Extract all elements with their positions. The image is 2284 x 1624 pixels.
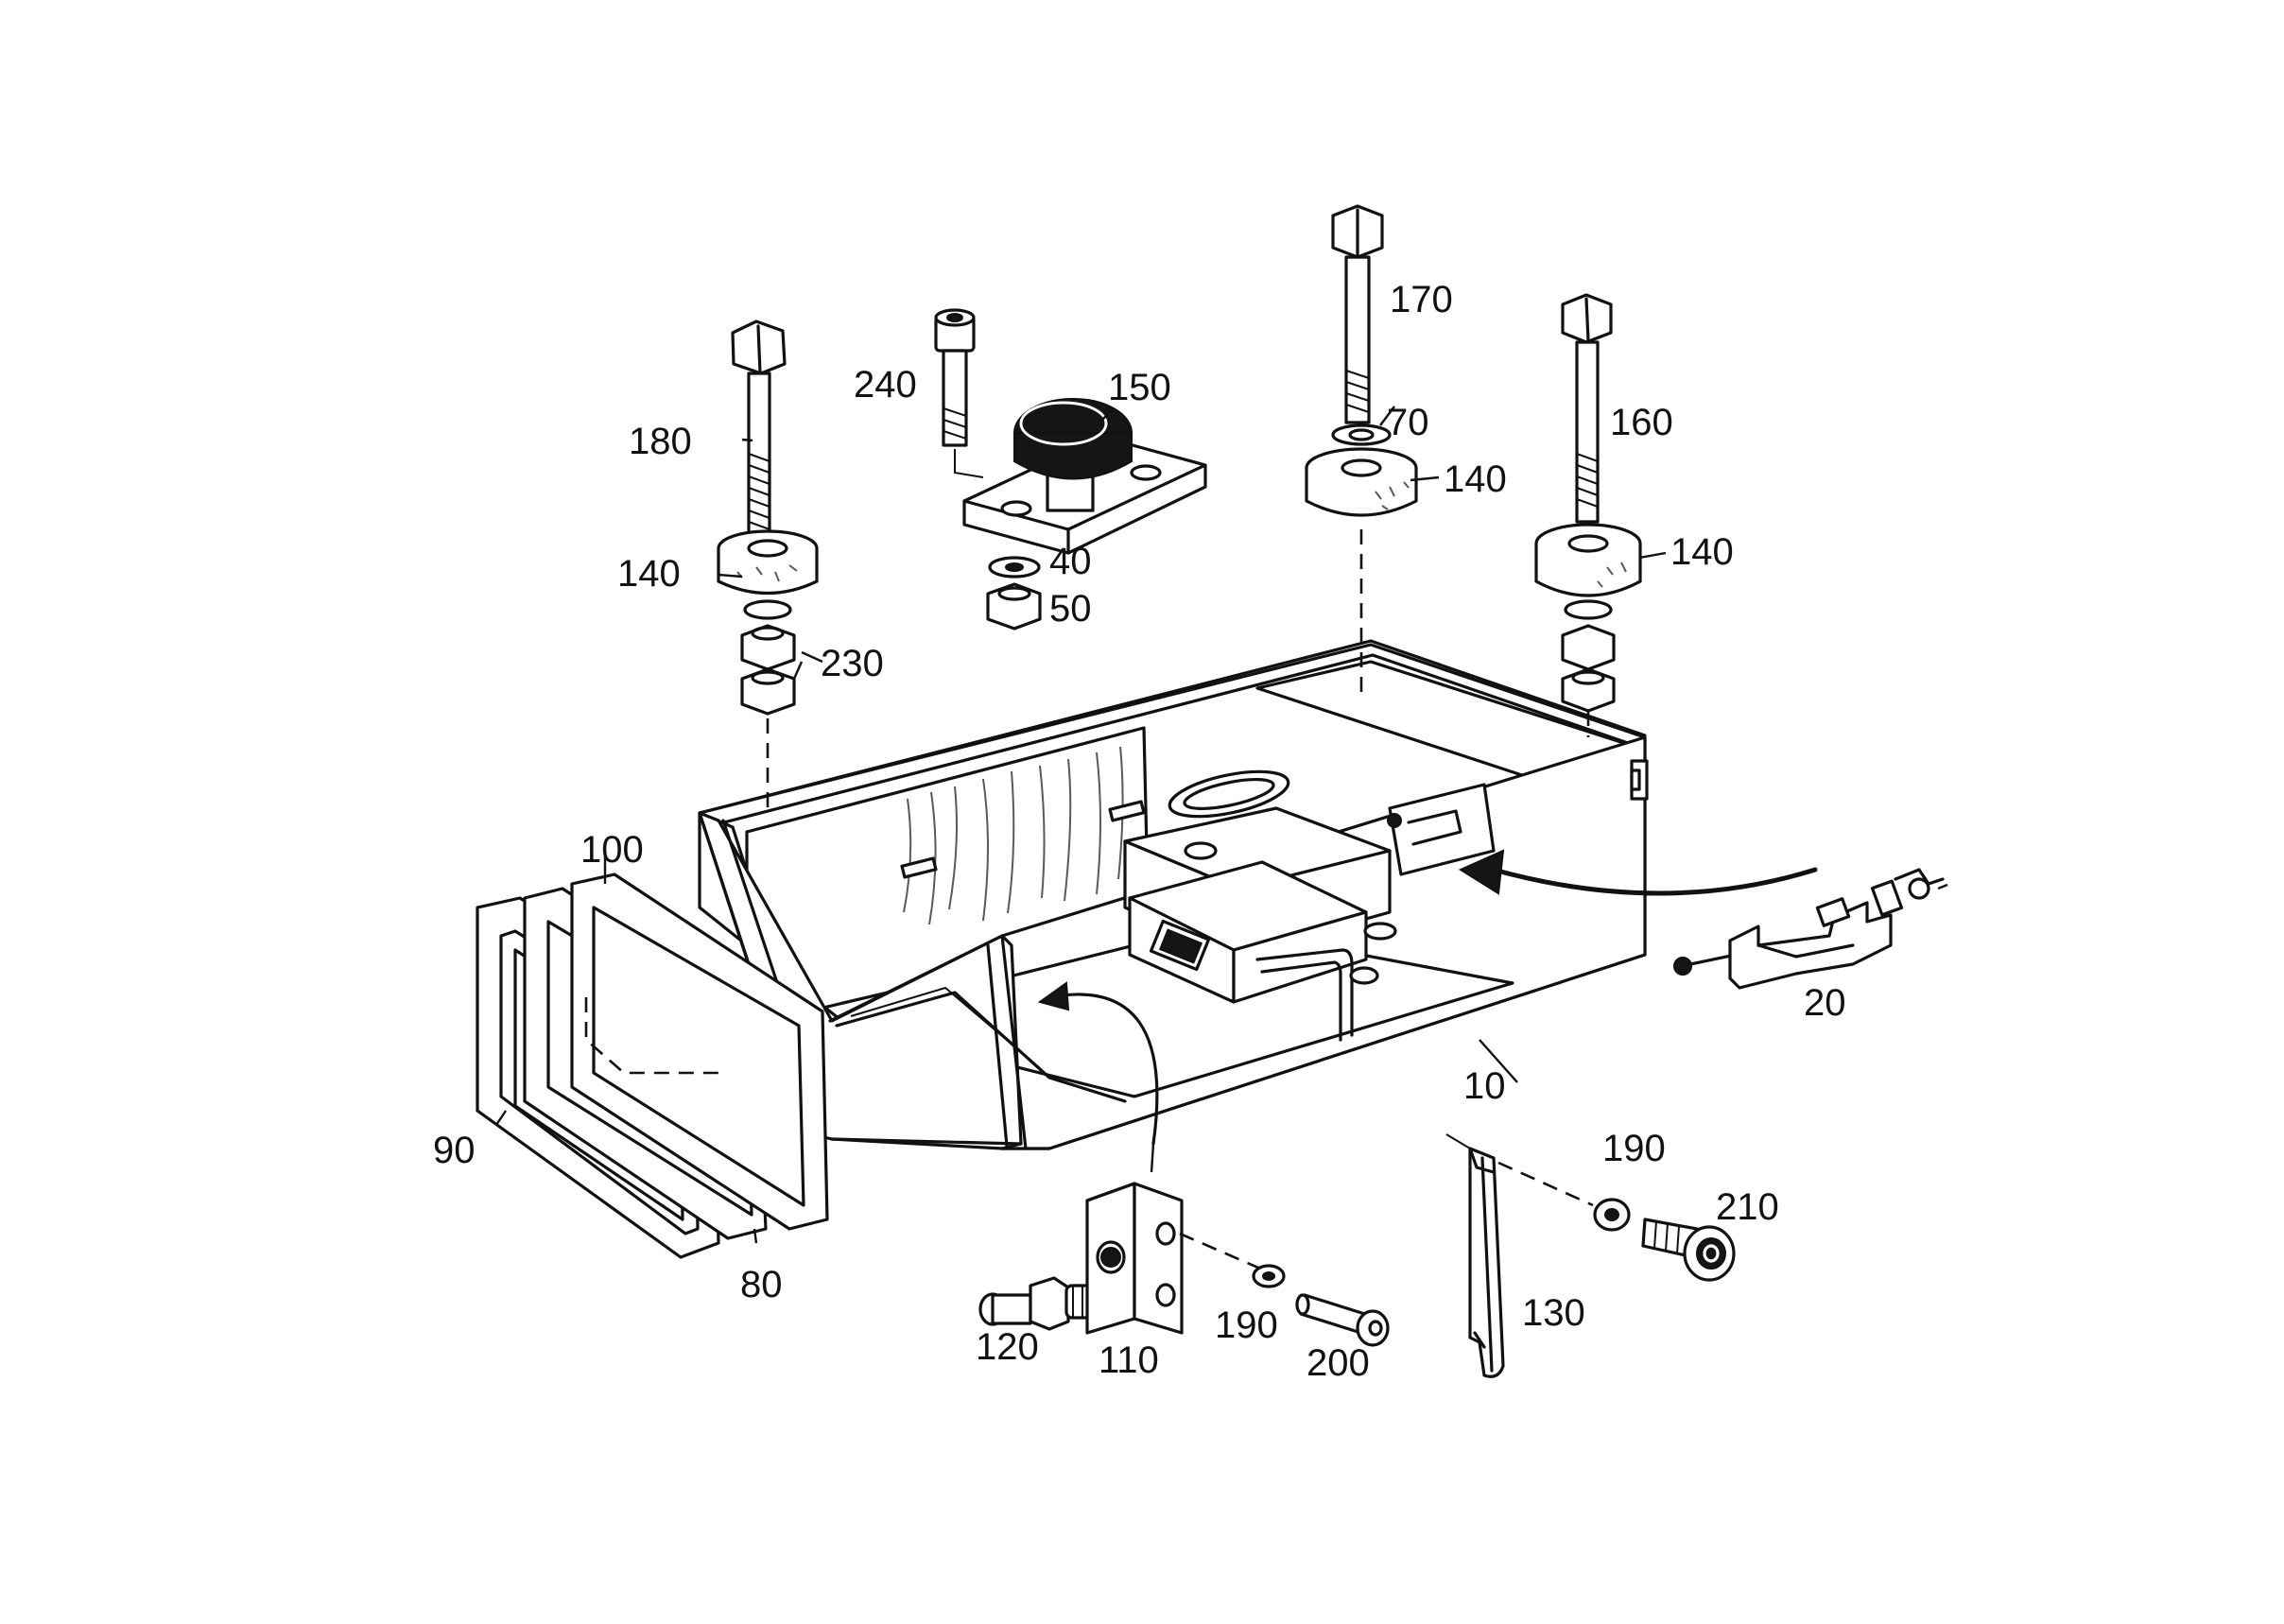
label-170: 170 [1390,279,1453,320]
label-90: 90 [433,1130,476,1171]
label-180: 180 [629,421,692,462]
label-140-right: 140 [1670,531,1734,573]
housing-box [698,639,1649,1150]
latch-insert-arrow [1491,867,1818,896]
label-160: 160 [1610,402,1673,443]
bolt-assembly-right [1534,293,1642,737]
label-20: 20 [1804,982,1846,1024]
rotation-arrowhead [1037,981,1070,1011]
label-190-left: 190 [1215,1304,1278,1346]
centerline-110 [1179,1232,1268,1273]
washer-190-right [1593,1198,1631,1232]
label-210: 210 [1716,1186,1779,1228]
label-230: 230 [821,643,884,684]
latch-insert-arrowhead [1458,849,1505,895]
label-50: 50 [1049,588,1092,630]
label-110: 110 [1099,1339,1159,1381]
washer-40 [988,556,1041,579]
label-40: 40 [1049,541,1092,582]
screw-200 [1295,1293,1390,1347]
gasket-100 [570,872,829,1231]
centerline-130 [1497,1161,1594,1207]
label-240: 240 [854,364,917,406]
label-190-right: 190 [1602,1128,1666,1169]
handle-130 [1445,1133,1505,1378]
screw-210 [1641,1218,1736,1282]
label-100: 100 [580,829,644,871]
mounting-foot-150 [962,398,1207,555]
label-120: 120 [976,1326,1039,1368]
bracket-110 [1085,1182,1184,1335]
label-200: 200 [1306,1342,1370,1384]
leader-lines [495,406,1667,1244]
label-140-center: 140 [1444,458,1507,500]
label-10: 10 [1463,1065,1506,1107]
washer-190-left [1252,1264,1286,1288]
nut-50 [986,582,1042,631]
screw-240 [934,308,984,478]
rotation-arrow [1047,993,1159,1146]
bolt-assembly-left [717,320,819,815]
part-labels: 10 20 40 50 70 80 90 100 110 120 130 140… [433,279,1846,1384]
fitting-120 [978,1276,1097,1331]
label-140-left: 140 [617,553,681,595]
label-80: 80 [740,1264,783,1305]
label-130: 130 [1522,1292,1585,1334]
label-70: 70 [1387,402,1429,443]
label-150: 150 [1108,367,1171,408]
bolt-assembly-center [1305,204,1418,700]
latch-20 [1673,868,1948,990]
